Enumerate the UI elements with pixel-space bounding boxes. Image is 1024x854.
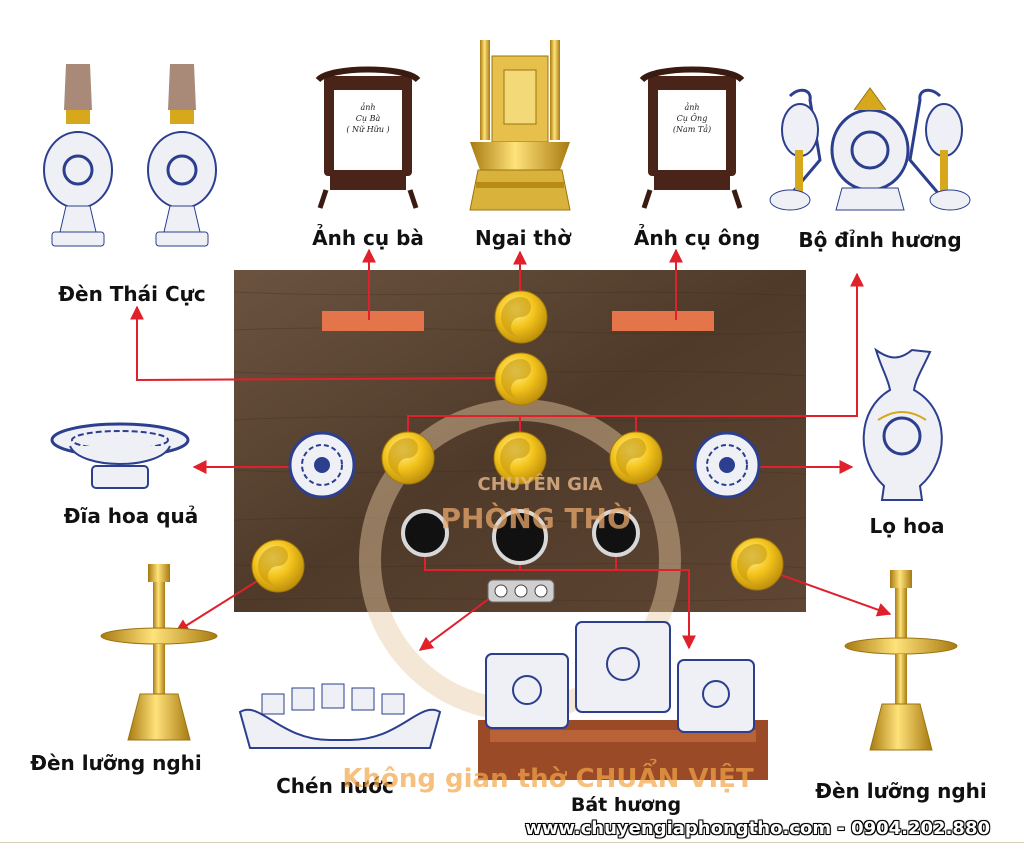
portrait-ong-line1: ảnh xyxy=(684,103,700,112)
coin-dinh-center xyxy=(493,431,547,485)
plate-right xyxy=(693,431,761,499)
lo-hoa-vase xyxy=(862,347,943,501)
watermark-slogan: Không gian thờ CHUẨN VIỆT xyxy=(342,764,754,794)
watermark-line1: CHUYÊN GIA xyxy=(477,474,603,495)
dia-hoa-qua-plate xyxy=(50,422,190,489)
bo-dinh-huong-set xyxy=(769,87,971,211)
coin-luong-nghi-right xyxy=(730,537,784,591)
label-den-luong-nghi-right: Đèn lưỡng nghi xyxy=(815,779,987,803)
portrait-ba-line3: ( Nữ Hữu ) xyxy=(346,125,390,134)
portrait-ong-line2: Cụ Ông xyxy=(676,114,708,123)
bat-huong-bowls xyxy=(478,621,768,780)
den-luong-nghi-right-candlestick xyxy=(844,570,958,751)
label-anh-cu-ba: Ảnh cụ bà xyxy=(312,226,424,250)
portrait-ong-line3: (Nam Tả) xyxy=(672,125,712,134)
lamp-right xyxy=(147,64,217,247)
label-ngai-tho: Ngai thờ xyxy=(475,226,571,250)
portrait-ong-frame xyxy=(639,66,745,209)
footer-url: www.chuyengiaphongtho.com - 0904.202.880 xyxy=(525,818,990,839)
label-chen-nuoc: Chén nước xyxy=(276,774,394,798)
portrait-ong-text: ảnh Cụ Ông (Nam Tả) xyxy=(658,102,726,135)
chen-nuoc-cups xyxy=(238,683,442,749)
ngai-tho-throne xyxy=(469,40,571,211)
coin-dinh-right xyxy=(609,431,663,485)
incense-bowls-slots xyxy=(401,509,640,565)
water-cups-slot xyxy=(487,579,555,603)
portrait-ba-frame xyxy=(315,66,421,209)
coin-ngai-tho xyxy=(494,290,548,344)
den-luong-nghi-left-candlestick xyxy=(100,564,218,741)
lamp-left xyxy=(43,64,113,247)
label-bat-huong: Bát hương xyxy=(570,794,682,816)
den-thai-cuc-lamps xyxy=(43,64,217,247)
portrait-slot-ong xyxy=(612,311,714,331)
label-den-luong-nghi-left: Đèn lưỡng nghi xyxy=(30,751,202,775)
coin-thai-cuc xyxy=(494,352,548,406)
arrow-den-thai-cuc xyxy=(130,305,522,382)
portrait-slot-ba xyxy=(322,311,424,331)
portrait-ba-line1: ảnh xyxy=(360,103,376,112)
plate-left xyxy=(288,431,356,499)
label-dia-hoa-qua: Đĩa hoa quả xyxy=(63,504,199,528)
coin-dinh-left xyxy=(381,431,435,485)
watermark-line2: PHÒNG THỜ xyxy=(440,502,632,535)
arrow-chen-nuoc xyxy=(418,591,499,651)
footer-line xyxy=(0,842,1024,843)
label-anh-cu-ong: Ảnh cụ ông xyxy=(633,226,761,250)
portrait-ba-line2: Cụ Bà xyxy=(355,114,381,123)
label-bo-dinh-huong: Bộ đỉnh hương xyxy=(798,228,962,252)
coin-luong-nghi-left xyxy=(251,539,305,593)
label-den-thai-cuc: Đèn Thái Cực xyxy=(58,282,206,306)
label-lo-hoa: Lọ hoa xyxy=(869,514,945,538)
portrait-ba-text: ảnh Cụ Bà ( Nữ Hữu ) xyxy=(334,102,402,135)
